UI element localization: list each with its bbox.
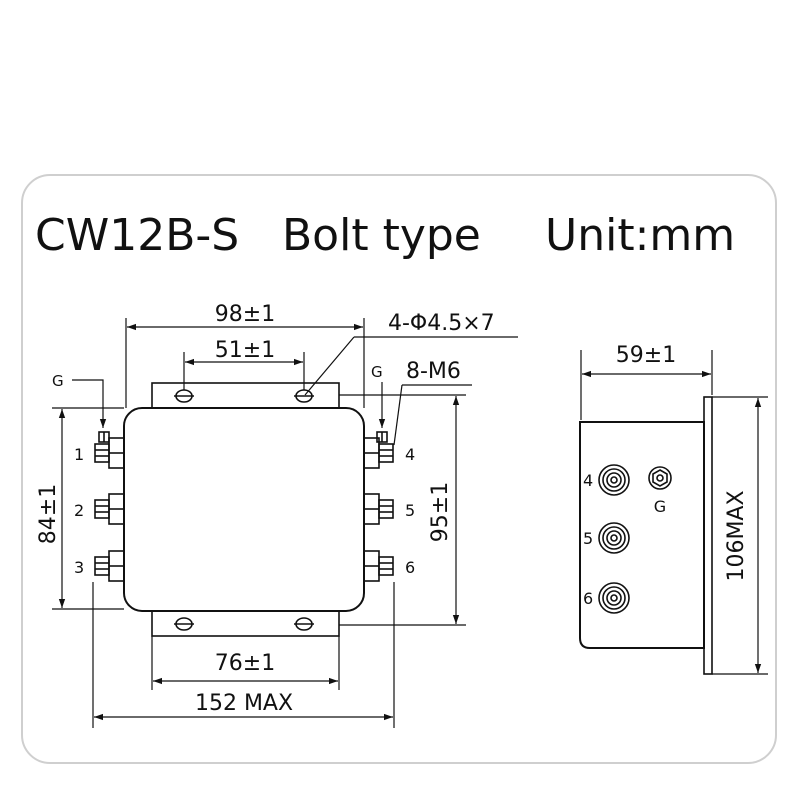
side-terminal-6 <box>598 582 630 614</box>
ground-stud-right <box>376 431 388 443</box>
terminal-label-2: 2 <box>74 501 84 520</box>
filter-body <box>123 407 365 612</box>
terminal-bolt-1 <box>94 437 125 469</box>
mounting-hole <box>294 617 314 631</box>
dim-76-label: 76±1 <box>215 651 275 676</box>
dim-84-label: 84±1 <box>36 484 61 544</box>
terminal-bolt-4 <box>363 437 394 469</box>
flange-bottom <box>151 609 340 637</box>
side-terminal-4 <box>598 464 630 496</box>
mounting-hole <box>294 389 314 403</box>
terminal-label-4: 4 <box>405 445 415 464</box>
terminal-bolt-2 <box>94 493 125 525</box>
terminal-bolt-3 <box>94 550 125 582</box>
ground-stud-left <box>98 431 110 443</box>
side-terminal-label-4: 4 <box>583 471 593 490</box>
dim-59-label: 59±1 <box>616 343 676 368</box>
side-view <box>579 396 713 675</box>
mounting-hole <box>174 617 194 631</box>
dim-98-label: 98±1 <box>215 302 275 327</box>
front-view <box>94 382 394 637</box>
dim-51-label: 51±1 <box>215 338 275 363</box>
side-flange <box>703 396 713 675</box>
terminal-label-5: 5 <box>405 501 415 520</box>
side-terminal-5 <box>598 522 630 554</box>
front-dimensions <box>52 318 518 728</box>
terminal-bolt-5 <box>363 493 394 525</box>
side-ground-label: G <box>654 497 666 516</box>
terminal-label-3: 3 <box>74 558 84 577</box>
side-terminal-label-5: 5 <box>583 529 593 548</box>
terminal-label-6: 6 <box>405 558 415 577</box>
mounting-hole <box>174 389 194 403</box>
unit-title: Unit:mm <box>545 210 735 261</box>
hole-callout-label: 4-Φ4.5×7 <box>388 311 495 336</box>
side-dimensions <box>580 350 768 675</box>
terminal-bolt-6 <box>363 550 394 582</box>
ground-label-right: G <box>371 363 383 381</box>
model-title: CW12B-S <box>35 210 239 261</box>
dim-95-label: 95±1 <box>428 482 453 542</box>
bolt-callout-label: 8-M6 <box>406 359 461 384</box>
side-terminal-label-6: 6 <box>583 589 593 608</box>
dim-106-label: 106MAX <box>724 490 749 581</box>
side-ground-terminal <box>648 466 672 490</box>
dim-152-label: 152 MAX <box>195 691 293 716</box>
outer-frame <box>21 174 777 764</box>
terminal-label-1: 1 <box>74 445 84 464</box>
type-title: Bolt type <box>282 210 481 261</box>
ground-label-left: G <box>52 372 64 390</box>
